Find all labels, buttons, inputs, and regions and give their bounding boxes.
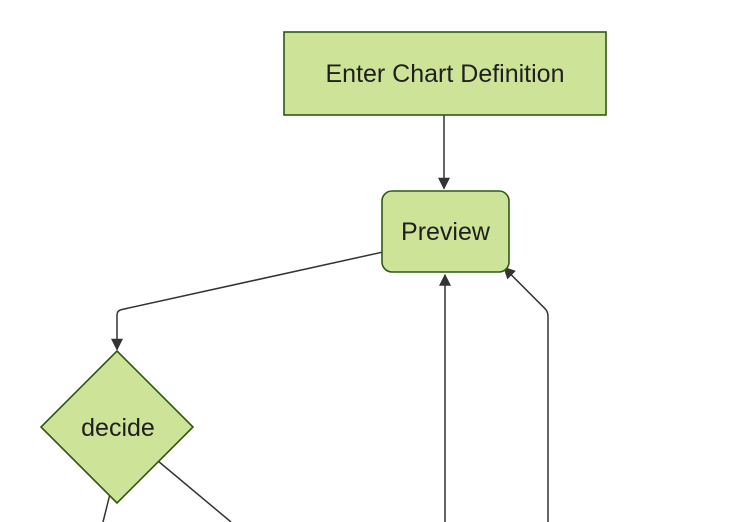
edge-preview-to-decide: [111, 251, 384, 351]
decide-diamond: [39, 349, 195, 505]
node-preview: Preview: [381, 190, 510, 273]
edge-decide-to-offscreen-bottom-right: [157, 460, 232, 522]
edge-decide-to-offscreen-bottom-left: [102, 493, 111, 522]
decide-label: decide: [81, 414, 155, 442]
preview-label: Preview: [401, 218, 491, 246]
edge-layer: [102, 115, 549, 522]
node-enter-chart-definition: Enter Chart Definition: [283, 31, 607, 116]
enter-chart-definition-label: Enter Chart Definition: [325, 60, 564, 88]
enter-chart-definition-box: [283, 31, 607, 116]
preview-box: [381, 190, 510, 273]
node-decide: decide: [39, 349, 195, 505]
edge-offscreen-bottom-right-to-preview: [503, 266, 549, 522]
